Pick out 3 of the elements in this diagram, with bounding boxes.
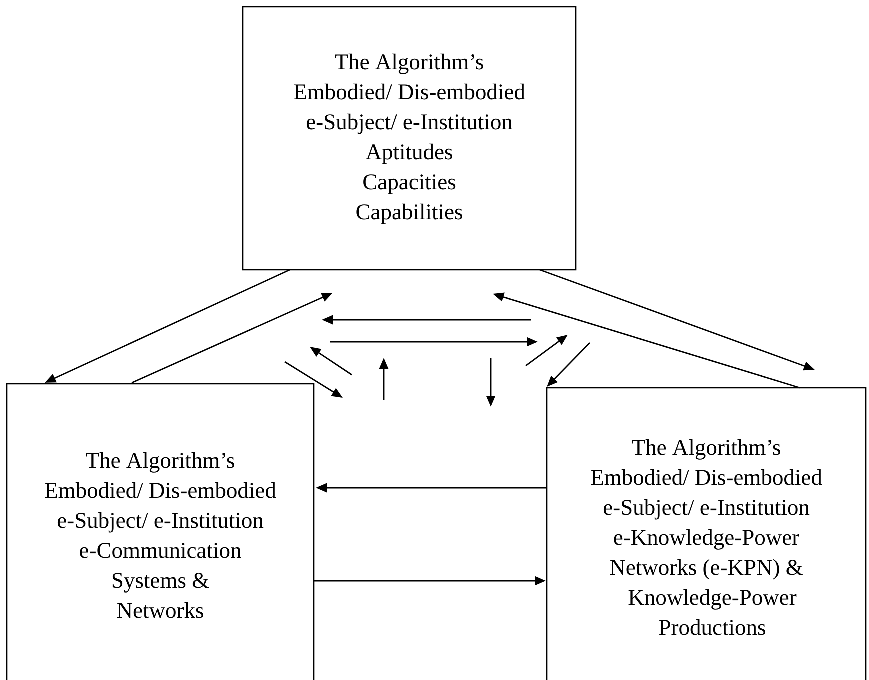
text-box: The Algorithm’s Embodied/ Dis-embodied e-Subject/ e-Institution e-Knowledge-Power Networks (e-KPN) & Knowledge-Power Productions: [546, 387, 867, 680]
text-box: The Algorithm’s Embodied/ Dis-embodied e-Subject/ e-Institution e-Communication Systems & Networks: [6, 383, 315, 680]
text-box: The Algorithm’s Embodied/ Dis-embodied e-Subject/ e-Institution Aptitudes Capacities Capabilities: [242, 6, 577, 271]
